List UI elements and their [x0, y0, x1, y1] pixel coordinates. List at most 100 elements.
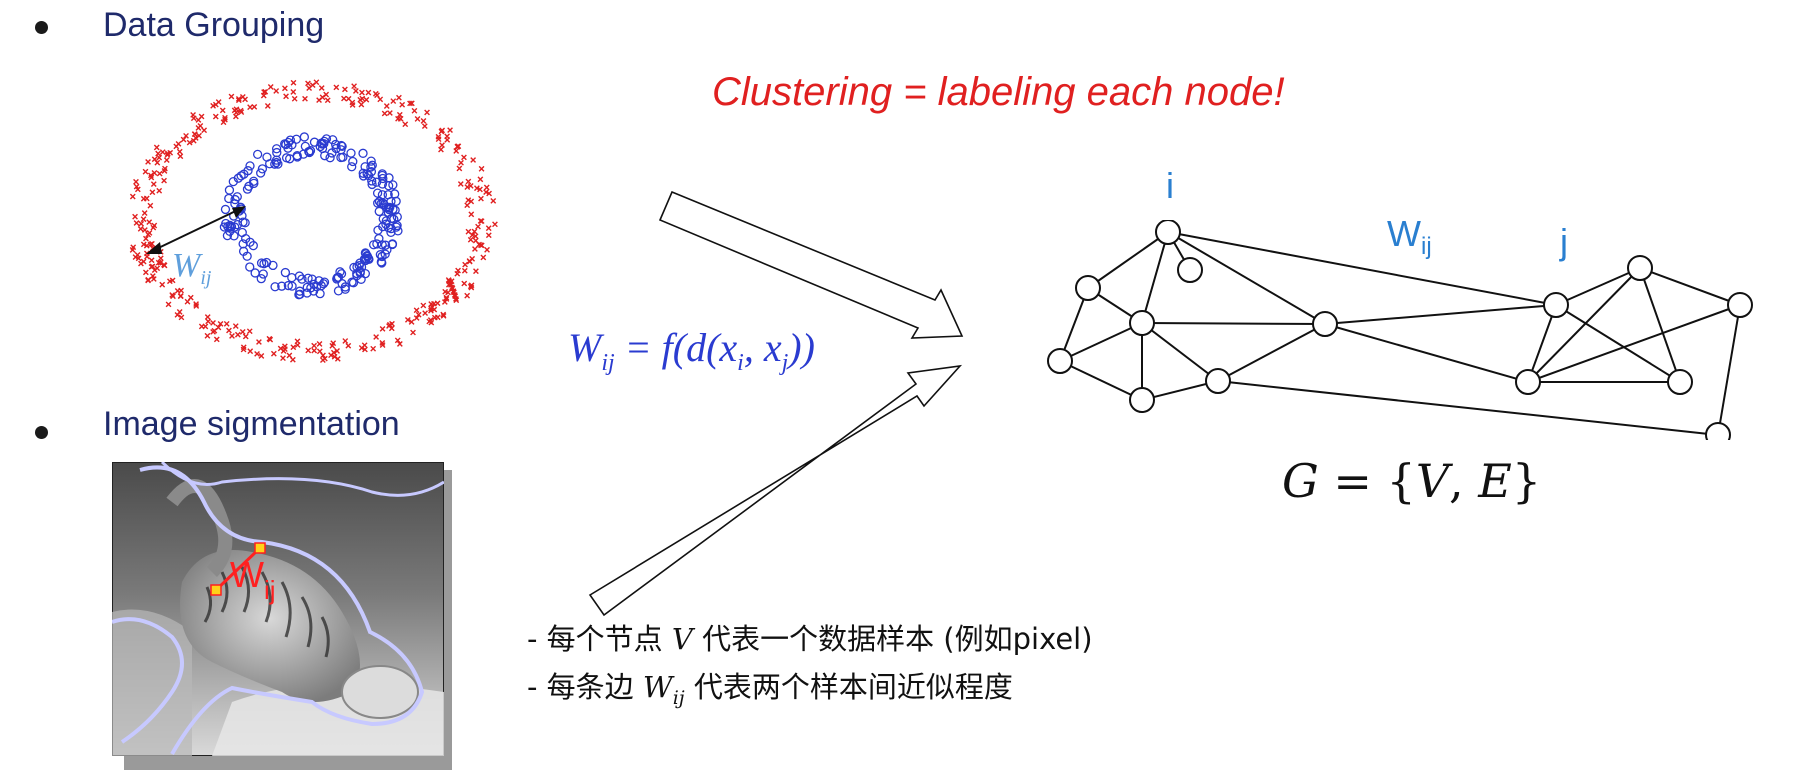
inner-ring-point [249, 176, 259, 186]
lower-hollow-arrow [588, 364, 963, 617]
inner-ring-point [224, 185, 235, 195]
outer-ring-point [204, 332, 211, 339]
outer-ring-point [351, 83, 357, 90]
inner-ring-point [336, 140, 346, 151]
inner-ring-point [364, 254, 374, 265]
outer-ring-point [390, 98, 397, 104]
inner-ring-point [382, 245, 392, 255]
weight-arrow-head-right [232, 206, 246, 218]
inner-ring-point [367, 176, 377, 186]
outer-ring-point [270, 350, 277, 357]
inner-ring-point [366, 156, 376, 166]
inner-ring-point [242, 251, 252, 261]
inner-ring-point [348, 278, 359, 288]
outer-ring-point [483, 184, 490, 191]
outer-ring-point [169, 292, 176, 298]
outer-ring-point [407, 100, 413, 107]
outer-ring-point [247, 348, 254, 355]
outer-ring-point [461, 154, 467, 161]
outer-ring-point [316, 341, 323, 347]
outer-ring-point [190, 112, 196, 118]
outer-ring-point [229, 333, 235, 339]
outer-ring-point [134, 251, 141, 258]
outer-ring-point [140, 195, 147, 202]
graph-edge [1087, 231, 1169, 289]
outer-ring-point [483, 189, 489, 196]
outer-ring-point [313, 79, 320, 86]
bullet-dot [35, 426, 48, 439]
outer-ring-point [290, 79, 297, 86]
outer-ring-point [232, 113, 239, 120]
inner-ring-point [385, 202, 395, 213]
tiger-segmentation-image: Wij [112, 462, 444, 756]
inner-ring-point [318, 279, 329, 289]
outer-ring-point [222, 114, 228, 121]
graph-node [1543, 292, 1569, 318]
outer-ring-point [156, 170, 163, 177]
tiger-body [180, 550, 360, 702]
inner-ring-point [238, 217, 248, 227]
outer-ring-point [159, 149, 166, 155]
outer-ring-point [267, 336, 274, 343]
outer-ring-point [174, 288, 181, 294]
outer-ring-point [239, 329, 246, 335]
outer-ring-point [396, 111, 403, 118]
inner-ring-point [283, 280, 294, 291]
graph-edge [1555, 304, 1681, 383]
inner-ring-point [295, 286, 305, 296]
outer-ring-point [358, 101, 365, 108]
graph-edge [1717, 304, 1741, 436]
outer-ring-point [282, 85, 288, 92]
outer-ring-point [331, 353, 338, 360]
inner-ring-point [243, 166, 253, 176]
outer-ring-point [330, 349, 337, 356]
outer-ring-point [461, 267, 468, 274]
outer-ring-point [443, 296, 450, 302]
outer-ring-point [386, 321, 393, 328]
inner-ring-point [380, 240, 391, 250]
outer-ring-point [468, 211, 475, 218]
outer-ring-point [184, 298, 191, 305]
inner-ring-point [367, 179, 377, 190]
outer-ring-point [129, 193, 136, 200]
graph-edge [1217, 323, 1326, 382]
graph-edge [1167, 231, 1326, 325]
outer-ring-point [388, 325, 395, 332]
inner-ring-point [360, 162, 370, 172]
graph-edge [1527, 304, 1741, 383]
outer-ring-point [137, 226, 144, 232]
inner-ring-point [236, 171, 246, 181]
graph-node [1705, 422, 1731, 440]
outer-ring-point [396, 94, 402, 101]
outer-ring-point [180, 136, 187, 143]
inner-ring-point [262, 152, 272, 162]
outer-ring-point [475, 223, 481, 230]
outer-ring-point [220, 119, 227, 126]
inner-ring-point [358, 168, 368, 178]
outer-ring-point [318, 85, 325, 91]
outer-ring-point [141, 227, 148, 233]
ring-scatter-plot: Wij [129, 79, 498, 363]
inner-ring-point [383, 223, 394, 233]
graph-edge [1141, 322, 1326, 325]
graph-node [1155, 220, 1181, 245]
inner-ring-point [328, 135, 338, 145]
graph-diagram [1047, 220, 1753, 440]
inner-ring-point [304, 147, 315, 158]
outer-ring-point [146, 219, 153, 226]
outer-ring-point [465, 197, 472, 204]
graph-edge [1059, 322, 1143, 362]
inner-ring-point [248, 240, 258, 251]
outer-ring-point [226, 327, 232, 334]
inner-ring-point [380, 249, 390, 259]
graph-node [1727, 292, 1753, 318]
outer-ring-point [132, 213, 138, 220]
outer-ring-point [145, 158, 151, 165]
outer-ring-point [183, 132, 189, 139]
inner-ring-point [388, 180, 398, 190]
outer-ring-point [410, 329, 416, 336]
outer-ring-point [370, 345, 377, 352]
outer-ring-point [359, 95, 366, 102]
outer-ring-point [232, 323, 239, 329]
graph-set-formula: G = {V, E} [1282, 454, 1542, 508]
